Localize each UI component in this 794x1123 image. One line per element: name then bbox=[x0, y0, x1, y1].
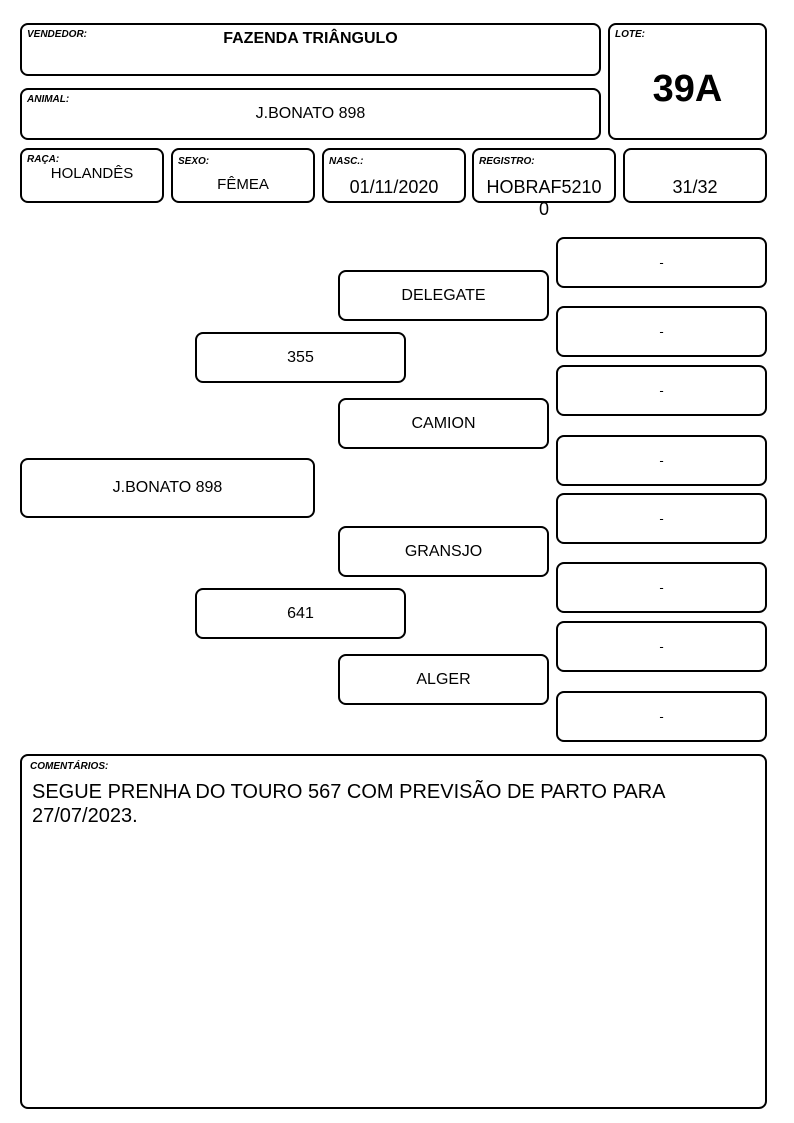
great-grandparent-5: - bbox=[556, 493, 767, 544]
pedigree-dam-dam: ALGER bbox=[338, 654, 549, 705]
animal-value: J.BONATO 898 bbox=[255, 105, 366, 122]
comments-text: SEGUE PRENHA DO TOURO 567 COM PREVISÃO D… bbox=[32, 781, 665, 827]
great-grandparent-7: - bbox=[556, 621, 767, 672]
great-grandparent-3: - bbox=[556, 365, 767, 416]
pedigree-dam: 641 bbox=[195, 588, 406, 639]
pedigree-dam-sire: GRANSJO bbox=[338, 526, 549, 577]
great-grandparent-4: - bbox=[556, 435, 767, 486]
pedigree-sire-sire: DELEGATE bbox=[338, 270, 549, 321]
comments-label: COMENTÁRIOS: bbox=[30, 761, 109, 772]
pedigree-animal: J.BONATO 898 bbox=[20, 458, 315, 518]
registro-value-line1: HOBRAF5210 bbox=[486, 177, 602, 197]
comments-box: COMENTÁRIOS: SEGUE PRENHA DO TOURO 567 C… bbox=[20, 754, 767, 1109]
sexo-label: SEXO: bbox=[178, 156, 210, 167]
lote-value: 39A bbox=[652, 68, 723, 110]
nasc-box: NASC.: 01/11/2020 bbox=[322, 148, 466, 203]
grau-sangue-value: 31/32 bbox=[672, 177, 718, 197]
nasc-value: 01/11/2020 bbox=[349, 177, 439, 197]
vendedor-value: FAZENDA TRIÂNGULO bbox=[223, 30, 398, 47]
lote-label: LOTE: bbox=[615, 29, 645, 40]
great-grandparent-6: - bbox=[556, 562, 767, 613]
animal-label: ANIMAL: bbox=[27, 94, 70, 105]
registro-label: REGISTRO: bbox=[479, 156, 535, 167]
animal-box: ANIMAL: J.BONATO 898 bbox=[20, 88, 601, 140]
great-grandparent-1: - bbox=[556, 237, 767, 288]
pedigree-sire: 355 bbox=[195, 332, 406, 383]
pedigree-sire-dam: CAMION bbox=[338, 398, 549, 449]
registro-box: REGISTRO: HOBRAF5210 0 bbox=[472, 148, 616, 219]
registro-value-line2: 0 bbox=[538, 199, 549, 219]
nasc-label: NASC.: bbox=[329, 156, 364, 167]
great-grandparent-8: - bbox=[556, 691, 767, 742]
vendedor-label: VENDEDOR: bbox=[27, 29, 88, 40]
raca-box: RAÇA: HOLANDÊS bbox=[20, 148, 164, 203]
lote-box: LOTE: 39A bbox=[608, 23, 767, 140]
grau-sangue-box: 31/32 bbox=[623, 148, 767, 203]
vendedor-box: VENDEDOR: FAZENDA TRIÂNGULO bbox=[20, 23, 601, 76]
raca-label: RAÇA: bbox=[27, 154, 60, 165]
great-grandparent-2: - bbox=[556, 306, 767, 357]
sexo-box: SEXO: FÊMEA bbox=[171, 148, 315, 203]
raca-value: HOLANDÊS bbox=[50, 165, 134, 182]
sexo-value: FÊMEA bbox=[217, 176, 269, 193]
